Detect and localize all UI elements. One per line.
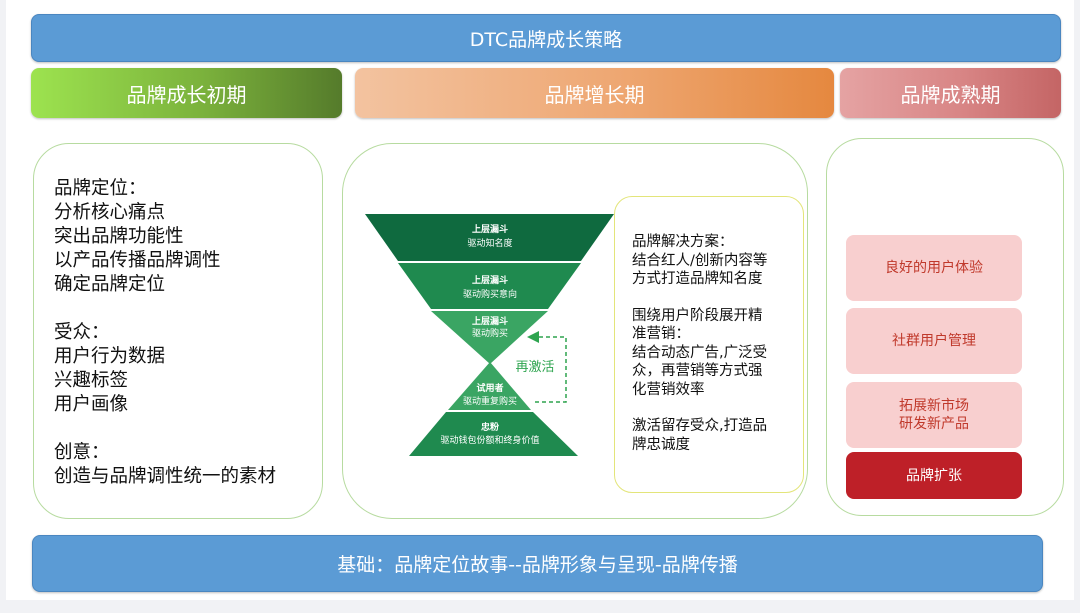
funnel-diagram: 上层漏斗 驱动知名度 上层漏斗 驱动购买意向 上层漏斗 驱动购买 试用者 驱动重… (365, 214, 614, 456)
community-management-card: 社群用户管理 (846, 308, 1022, 374)
funnel-label-title: 上层漏斗 (472, 274, 508, 286)
solution-group: 激活留存受众,打造品 牌忠诚度 (632, 417, 793, 454)
funnel-label-title: 上层漏斗 (472, 315, 508, 327)
creative-heading: 创意： (54, 442, 110, 463)
brand-extension-card: 品牌扩张 (846, 452, 1022, 499)
positioning-item: 突出品牌功能性 (54, 226, 184, 247)
solution-line: 牌忠诚度 (632, 436, 690, 453)
positioning-item: 分析核心痛点 (54, 202, 166, 223)
page-title: DTC品牌成长策略 (31, 14, 1061, 62)
expansion-card: 拓展新市场 研发新产品 (846, 382, 1022, 448)
funnel-layer-purchase (431, 311, 548, 364)
creative-group: 创意： 创造与品牌调性统一的素材 (54, 441, 276, 489)
solution-line: 围绕用户阶段展开精 (632, 307, 763, 324)
funnel-label-subtitle: 驱动钱包份额和终身价值 (440, 434, 539, 446)
audience-item: 兴趣标签 (54, 370, 129, 391)
positioning-item: 确定品牌定位 (54, 274, 166, 295)
solution-line: 结合红人/创新内容等 (632, 252, 768, 269)
funnel-layer-intent (398, 263, 581, 309)
positioning-item: 以产品传播品牌调性 (54, 250, 221, 271)
initial-phase-text: 品牌定位： 分析核心痛点 突出品牌功能性 以产品传播品牌调性 确定品牌定位 受众… (54, 177, 276, 513)
solution-group: 品牌解决方案： 结合红人/创新内容等 方式打造品牌知名度 (632, 233, 793, 289)
solution-group: 围绕用户阶段展开精 准营销： 结合动态广告,广泛受 众，再营销等方式强 化营销效… (632, 307, 793, 400)
funnel-layer-awareness (365, 214, 614, 261)
new-market-label: 拓展新市场 (899, 398, 969, 414)
reactivation-loop-arrow (527, 331, 567, 403)
solution-line: 准营销： (632, 326, 690, 342)
positioning-heading: 品牌定位： (54, 178, 147, 199)
audience-heading: 受众： (54, 322, 110, 343)
audience-item: 用户画像 (54, 394, 129, 415)
positioning-group: 品牌定位： 分析核心痛点 突出品牌功能性 以产品传播品牌调性 确定品牌定位 (54, 177, 276, 297)
community-management-label: 社群用户管理 (892, 333, 976, 349)
solution-box: 品牌解决方案： 结合红人/创新内容等 方式打造品牌知名度 围绕用户阶段展开精 准… (614, 196, 804, 493)
solution-line: 品牌解决方案： (632, 234, 734, 250)
user-experience-label: 良好的用户体验 (885, 260, 983, 276)
brand-extension-label: 品牌扩张 (906, 467, 962, 484)
phase-mature-header: 品牌成熟期 (840, 68, 1061, 118)
audience-group: 受众： 用户行为数据 兴趣标签 用户画像 (54, 321, 276, 417)
solution-line: 结合动态广告,广泛受 (632, 344, 768, 361)
funnel-label-subtitle: 驱动购买 (472, 327, 508, 339)
phase-growth-header: 品牌增长期 (355, 68, 834, 118)
funnel-label-title: 忠粉 (481, 421, 499, 433)
funnel-label-title: 试用者 (476, 382, 503, 394)
funnel-layer-loyal (409, 412, 578, 456)
phase-initial-header: 品牌成长初期 (31, 68, 342, 118)
solution-line: 众，再营销等方式强 (632, 363, 763, 379)
reactivation-label: 再激活 (515, 360, 554, 375)
funnel-label-title: 上层漏斗 (472, 223, 508, 235)
foundation-bar: 基础：品牌定位故事--品牌形象与呈现-品牌传播 (32, 535, 1043, 592)
initial-phase-panel: 品牌定位： 分析核心痛点 突出品牌功能性 以产品传播品牌调性 确定品牌定位 受众… (33, 143, 323, 519)
audience-item: 用户行为数据 (54, 346, 166, 367)
solution-line: 化营销效率 (632, 381, 705, 398)
funnel-layer-trial (448, 362, 531, 410)
new-product-label: 研发新产品 (899, 416, 969, 432)
solution-line: 激活留存受众,打造品 (632, 418, 768, 434)
funnel-label-subtitle: 驱动购买意向 (463, 288, 517, 300)
creative-item: 创造与品牌调性统一的素材 (54, 466, 277, 487)
funnel-label-subtitle: 驱动知名度 (467, 237, 512, 249)
user-experience-card: 良好的用户体验 (846, 235, 1022, 301)
solution-line: 方式打造品牌知名度 (632, 271, 763, 287)
funnel-label-subtitle: 驱动重复购买 (463, 395, 517, 407)
